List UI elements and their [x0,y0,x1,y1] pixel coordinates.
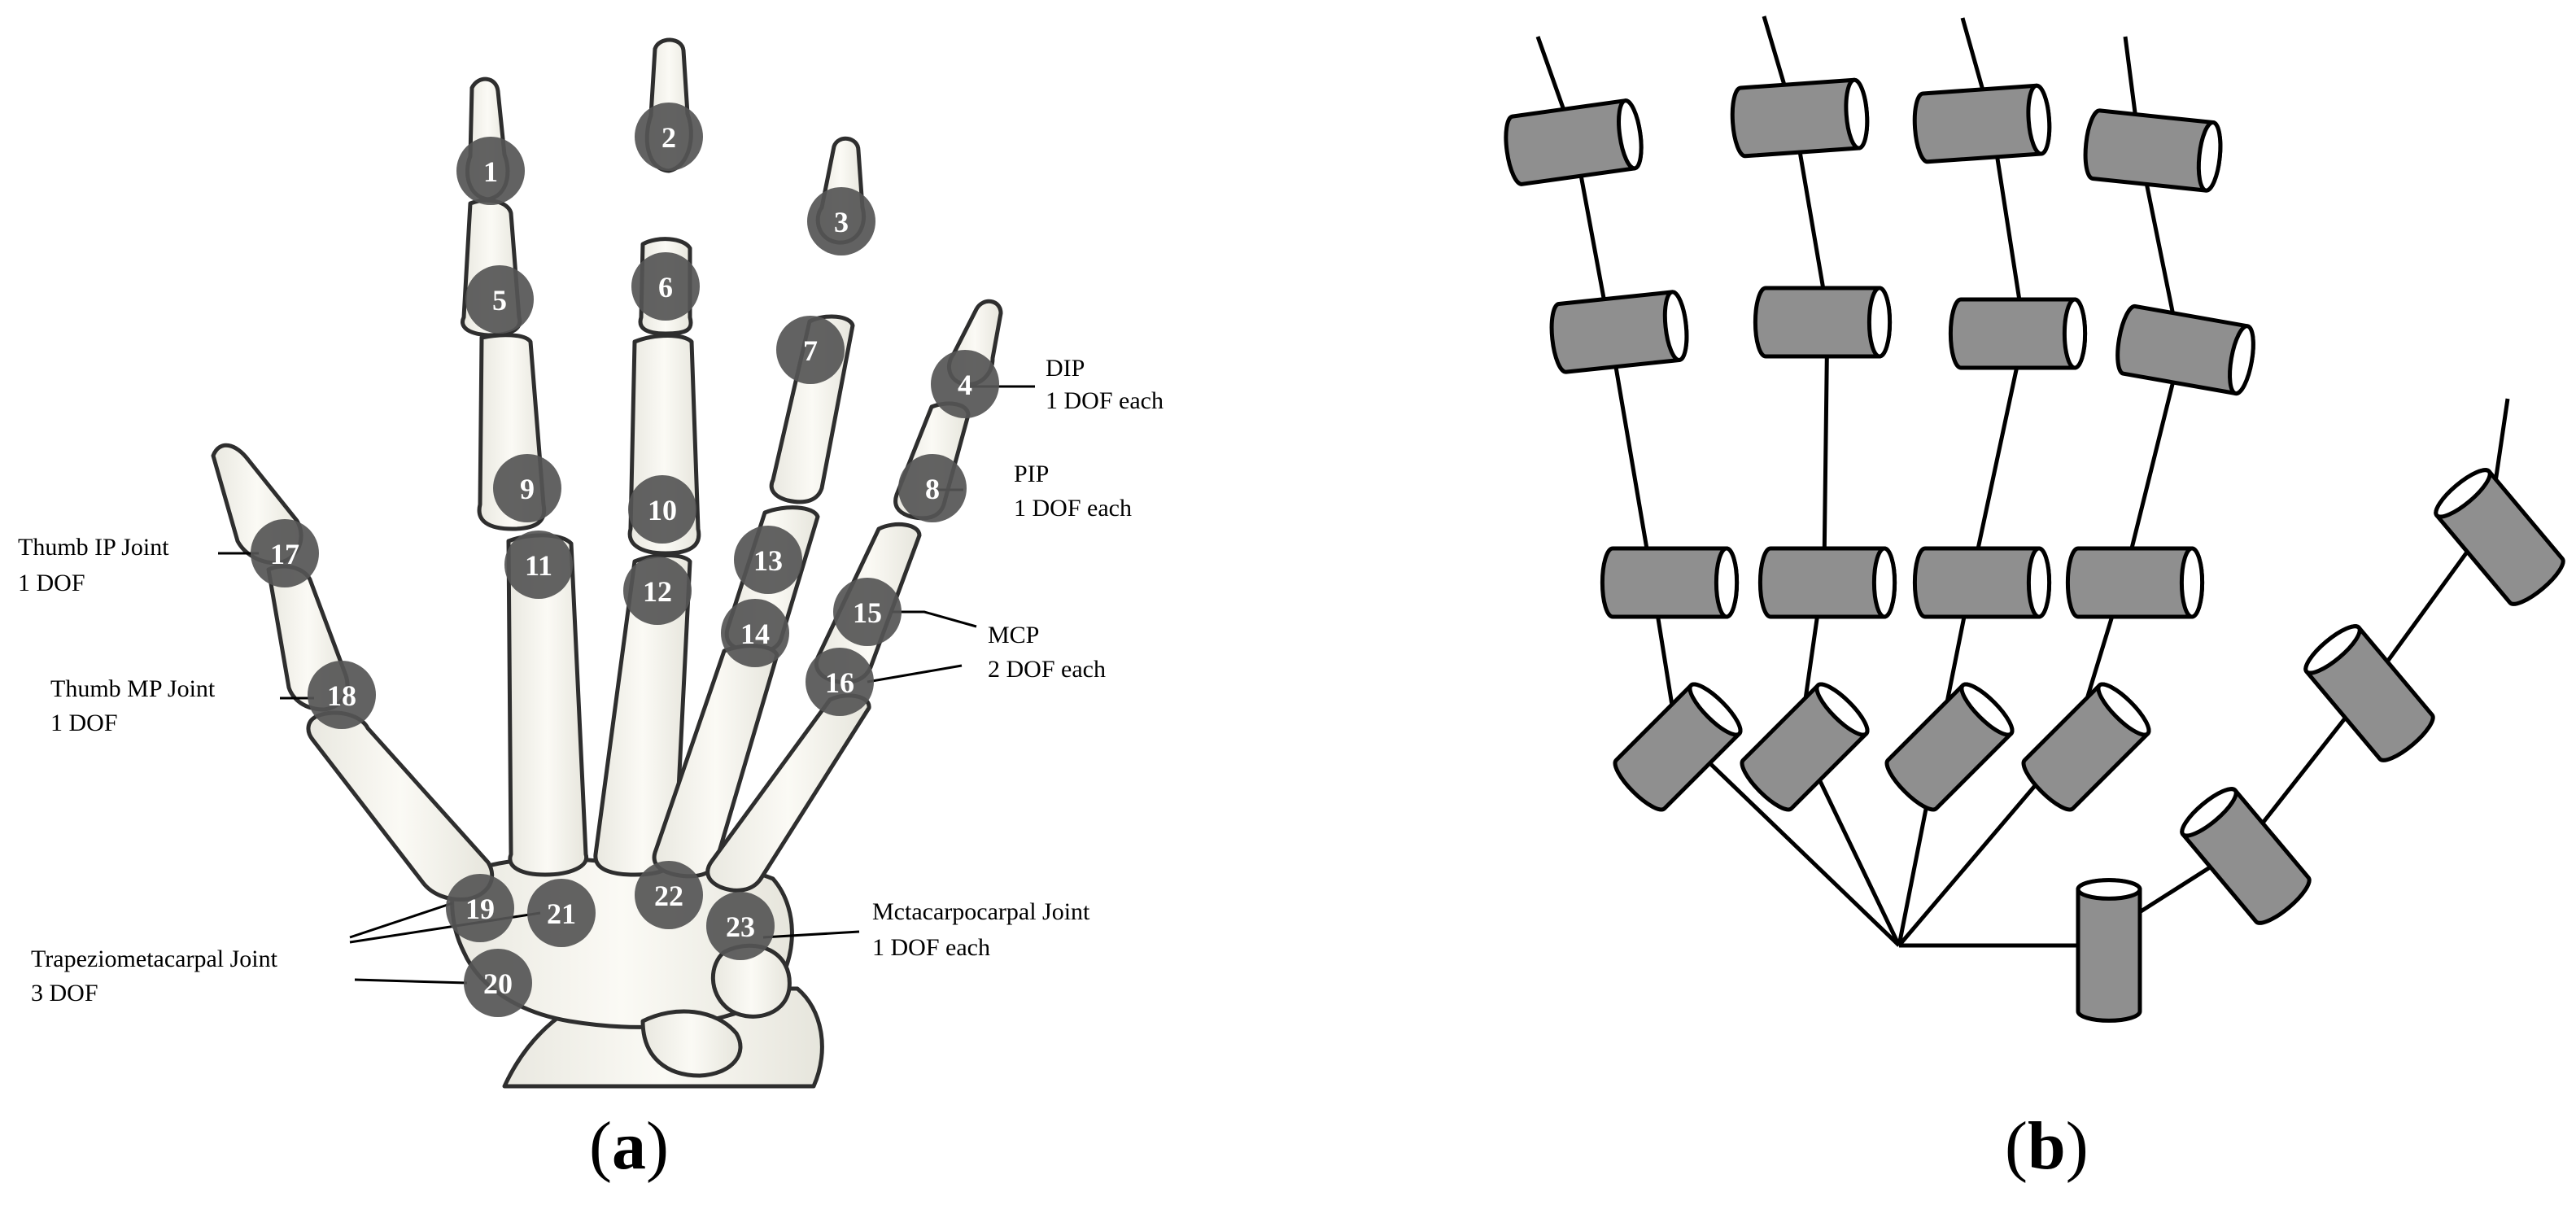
trapeziometacarpal-label: Trapeziometacarpal Joint [31,945,278,972]
joint-marker-21: 21 [527,879,596,947]
joint-marker-6: 6 [631,252,700,321]
joint-marker-14: 14 [721,599,789,667]
joint-cylinder-r2-c4 [2115,304,2255,396]
joint-marker-16: 16 [806,648,874,716]
joint-marker-22: 22 [635,861,703,929]
joint-cylinder-r3-c1 [1600,546,1740,619]
joint-label-2: 2 [661,121,676,154]
joint-label-20: 20 [483,967,513,1000]
joint-label-5: 5 [492,284,507,317]
joint-marker-5: 5 [465,265,534,334]
joint-marker-8: 8 [898,454,967,522]
joint-marker-20: 20 [464,949,532,1017]
caption-a-letter: a [611,1108,646,1184]
mcp-label: MCP [988,622,1039,648]
joint-marker-17: 17 [251,519,319,587]
joint-label-17: 17 [270,538,299,570]
joint-label-15: 15 [853,596,882,629]
kinematic-joints [1504,77,2565,1023]
metacarpocarpal-label: Mctacarpocarpal Joint [872,898,1090,925]
caption-a: (a) [589,1108,669,1184]
joint-marker-4: 4 [931,350,999,418]
thumb-base-cylinder [2076,878,2142,1023]
thumb-ip-label: Thumb IP Joint [18,534,169,561]
joint-cylinder-r4-c1 [1613,682,1743,812]
joint-marker-15: 15 [833,578,902,646]
joint-label-8: 8 [925,473,940,505]
joint-cylinder-r2-c2 [1753,286,1893,359]
joint-label-7: 7 [803,334,818,367]
joint-marker-11: 11 [504,531,573,599]
joint-marker-9: 9 [493,454,561,522]
dip-label: DIP [1046,355,1085,382]
joint-marker-7: 7 [776,316,845,384]
joint-cylinder-r3-c2 [1757,546,1897,619]
joint-cylinder-r1-c2 [1730,77,1870,159]
joint-marker-2: 2 [635,103,703,171]
joint-label-18: 18 [327,679,356,712]
joint-label-23: 23 [726,910,755,943]
thumb-cmc-cylinder [2180,787,2312,925]
joint-marker-18: 18 [308,661,376,729]
joint-label-22: 22 [654,880,683,912]
joint-label-14: 14 [740,618,770,650]
joint-cylinder-r1-c3 [1912,83,2052,164]
joint-marker-12: 12 [623,557,692,625]
thumb-metacarpal [306,710,495,902]
hand-bones [211,37,1003,1089]
joint-label-6: 6 [658,271,673,304]
trapeziometacarpal-dof-label: 3 DOF [31,980,98,1007]
joint-cylinder-r4-c2 [1740,682,1870,812]
joint-label-11: 11 [525,549,552,582]
joint-cylinder-r3-c3 [1912,546,2052,619]
joint-cylinder-r4-c4 [2021,682,2151,812]
joint-label-3: 3 [834,206,849,238]
joint-marker-13: 13 [734,526,802,594]
joint-label-9: 9 [520,473,535,505]
joint-label-16: 16 [825,666,854,699]
joint-label-10: 10 [648,494,677,526]
thumb-mp-dof-label: 1 DOF [50,710,118,736]
metacarpocarpal-dof-label: 1 DOF each [872,934,990,961]
joint-marker-23: 23 [706,892,775,960]
caption-b: (b) [2005,1108,2089,1184]
joint-cylinder-r2-c1 [1549,290,1689,374]
joint-cylinder-r3-c4 [2065,546,2205,619]
carpal-bone-pisiform [710,943,792,1019]
joint-marker-19: 19 [446,874,514,942]
joint-marker-3: 3 [807,187,875,255]
joint-label-19: 19 [465,893,495,925]
joint-cylinder-r2-c3 [1948,297,2088,370]
joint-cylinder-r4-c3 [1884,682,2015,812]
mcp-dof-label: 2 DOF each [988,656,1106,683]
panel-b-kinematic-model [1504,15,2565,1023]
joint-cylinder-r1-c1 [1504,98,1644,186]
joint-label-12: 12 [643,575,672,608]
thumb-mp-label: Thumb MP Joint [50,675,216,702]
joint-label-4: 4 [958,369,972,401]
carpal-bone-lower [640,1009,743,1078]
joint-marker-10: 10 [628,475,696,544]
thumb-ip-dof-label: 1 DOF [18,570,85,596]
joint-cylinder-r1-c4 [2083,108,2223,193]
thumb-chain [1899,398,2510,948]
thumb-mcp-cylinder [2303,624,2435,762]
thumb-ip-cylinder [2434,468,2565,606]
joint-annotations: DIP 1 DOF each PIP 1 DOF each MCP 2 DOF … [18,355,1164,1007]
joint-marker-1: 1 [456,137,525,205]
joint-label-21: 21 [547,897,576,930]
caption-b-letter: b [2027,1108,2066,1184]
pip-label: PIP [1014,461,1049,487]
joint-label-1: 1 [483,155,498,188]
joint-label-13: 13 [753,544,783,577]
dip-dof-label: 1 DOF each [1046,387,1164,414]
pip-dof-label: 1 DOF each [1014,495,1132,522]
